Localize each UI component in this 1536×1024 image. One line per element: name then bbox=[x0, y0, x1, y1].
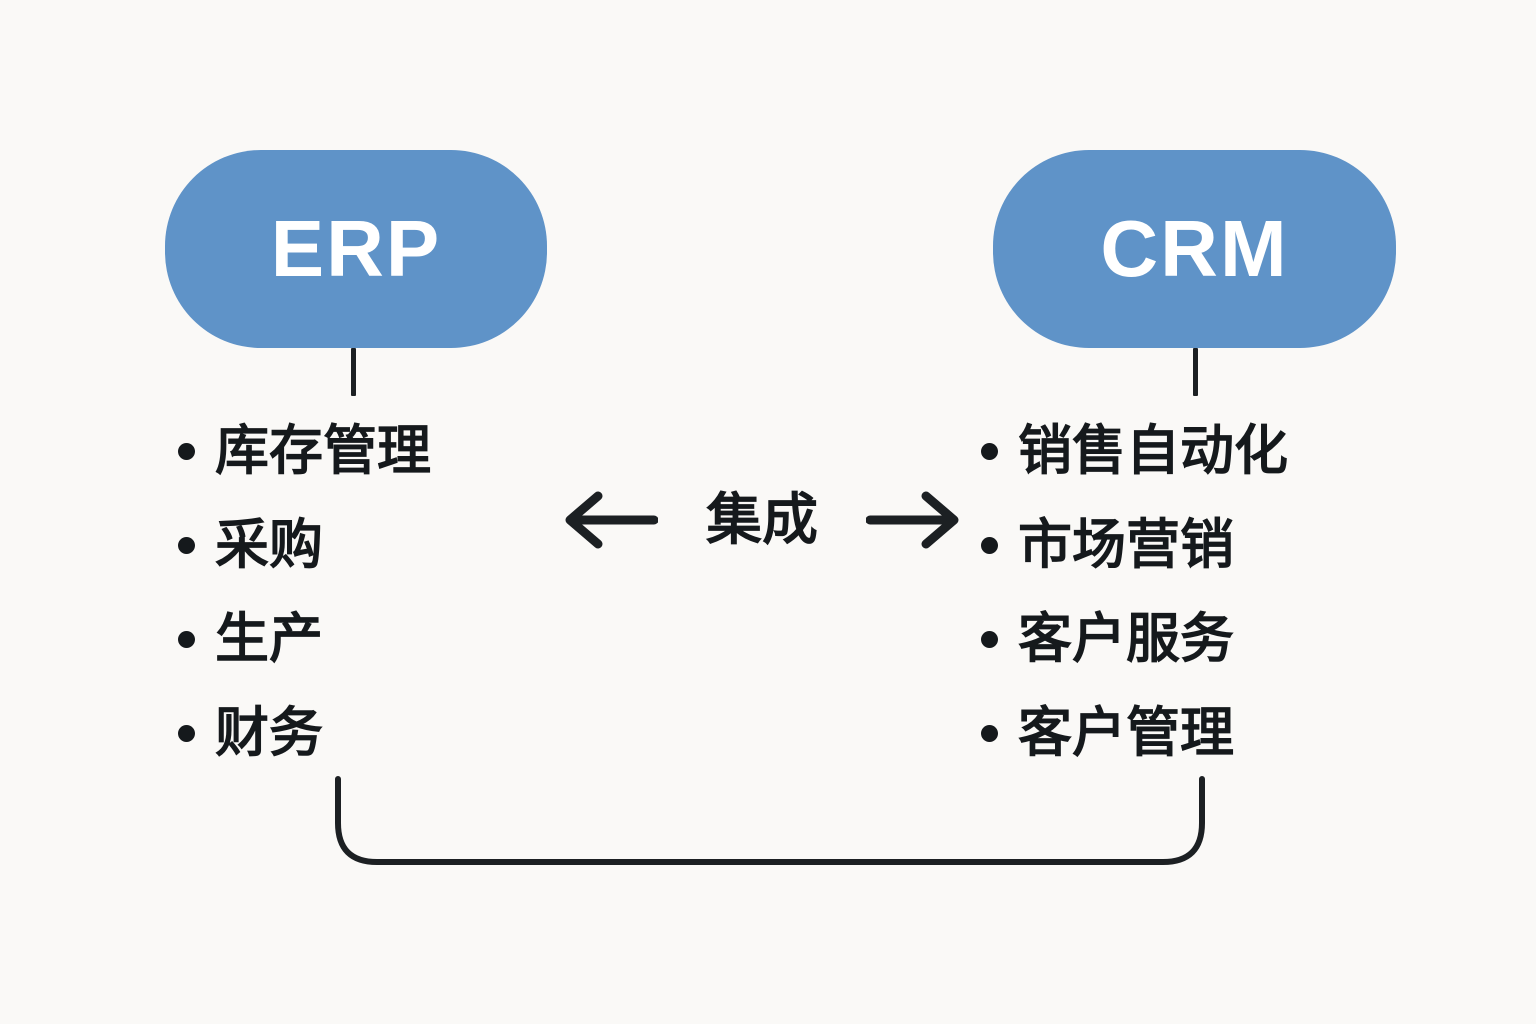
integration-label: 集成 bbox=[706, 488, 818, 551]
list-item: 采购 bbox=[178, 498, 431, 592]
node-crm[interactable]: CRM bbox=[993, 150, 1396, 348]
node-crm-label: CRM bbox=[1100, 204, 1289, 293]
bullet-icon bbox=[178, 630, 195, 648]
bullet-icon bbox=[178, 442, 195, 460]
node-erp[interactable]: ERP bbox=[165, 150, 547, 348]
integration-group: 集成 bbox=[560, 478, 964, 562]
crm-feature-label: 客户管理 bbox=[1018, 703, 1234, 763]
bullet-icon bbox=[981, 536, 998, 554]
erp-stem-line bbox=[351, 348, 356, 396]
erp-feature-label: 生产 bbox=[215, 609, 323, 669]
erp-feature-list: 库存管理 采购 生产 财务 bbox=[178, 404, 431, 780]
right-arrow-icon bbox=[866, 491, 959, 549]
list-item: 市场营销 bbox=[981, 498, 1288, 592]
list-item: 客户管理 bbox=[981, 686, 1288, 780]
bullet-icon bbox=[981, 442, 998, 460]
bullet-icon bbox=[981, 630, 998, 648]
crm-stem-line bbox=[1193, 348, 1198, 396]
erp-feature-label: 库存管理 bbox=[215, 421, 431, 481]
list-item: 生产 bbox=[178, 592, 431, 686]
erp-feature-label: 财务 bbox=[215, 703, 323, 763]
bullet-icon bbox=[178, 536, 195, 554]
erp-feature-label: 采购 bbox=[215, 515, 323, 575]
crm-feature-label: 销售自动化 bbox=[1018, 421, 1288, 481]
left-arrow-icon bbox=[565, 491, 658, 549]
bullet-icon bbox=[981, 724, 998, 742]
list-item: 客户服务 bbox=[981, 592, 1288, 686]
list-item: 库存管理 bbox=[178, 404, 431, 498]
bullet-icon bbox=[178, 724, 195, 742]
list-item: 财务 bbox=[178, 686, 431, 780]
crm-feature-label: 市场营销 bbox=[1018, 515, 1234, 575]
bottom-bracket-connector bbox=[335, 776, 1205, 865]
crm-feature-label: 客户服务 bbox=[1018, 609, 1234, 669]
list-item: 销售自动化 bbox=[981, 404, 1288, 498]
crm-feature-list: 销售自动化 市场营销 客户服务 客户管理 bbox=[981, 404, 1288, 780]
node-erp-label: ERP bbox=[270, 204, 442, 293]
